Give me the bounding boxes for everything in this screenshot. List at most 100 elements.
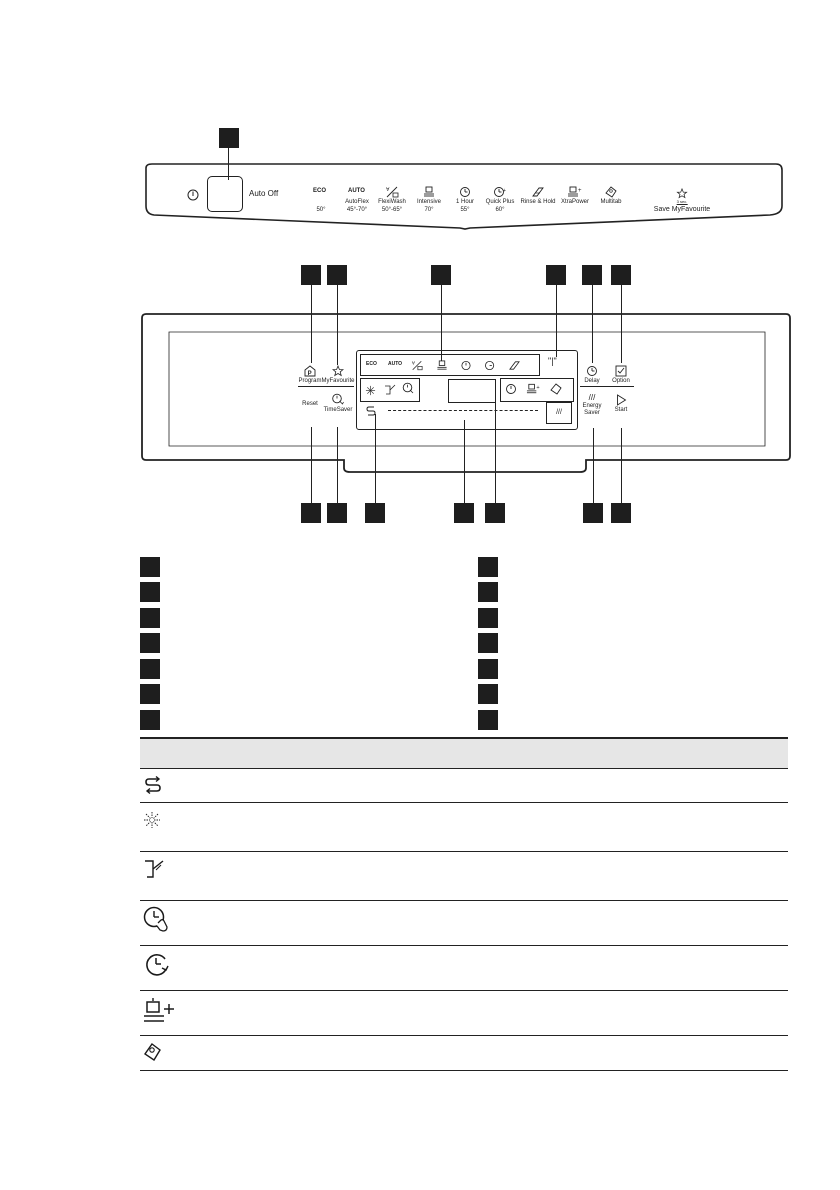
display-intensive-icon xyxy=(436,358,448,376)
callout-line xyxy=(337,427,338,503)
control-panel-outline xyxy=(141,313,791,473)
program-name-intensive: Intensive xyxy=(416,199,442,205)
auto-off-label: Auto Off xyxy=(249,189,279,198)
auto-program-icon[interactable]: AUTO xyxy=(348,188,365,194)
legend-marker-left xyxy=(140,582,160,602)
start-icon[interactable] xyxy=(616,393,627,411)
display-quickplus-icon xyxy=(484,358,497,376)
display-flexiwash-icon: ∀ xyxy=(411,358,423,376)
multitab-icon xyxy=(143,1042,163,1067)
delay-button-label[interactable]: Delay xyxy=(584,378,600,384)
save-myfavourite-label: Save MyFavourite xyxy=(653,206,711,213)
legend-marker-left xyxy=(140,633,160,653)
table-line xyxy=(140,737,788,739)
flexiwash-icon[interactable]: ∀ xyxy=(385,185,399,203)
display-program-row xyxy=(360,354,540,376)
legend-marker-right xyxy=(478,684,498,704)
favourite-star-icon[interactable] xyxy=(676,186,688,204)
program-button-label[interactable]: Program xyxy=(298,378,322,384)
intensive-icon[interactable] xyxy=(423,185,435,203)
display-panel xyxy=(356,350,578,430)
table-line xyxy=(140,802,788,803)
legend-marker-left xyxy=(140,608,160,628)
callout-line xyxy=(495,390,496,503)
xtrapower-icon[interactable]: + xyxy=(567,185,583,203)
legend-marker-left xyxy=(140,710,160,730)
energy-saver-icon[interactable]: /// xyxy=(588,393,596,402)
option-button-label[interactable]: Option xyxy=(612,378,630,384)
auto-open-icon xyxy=(143,775,163,800)
delay-icon[interactable] xyxy=(586,364,598,382)
timesaver-icon[interactable] xyxy=(332,393,345,411)
time-display xyxy=(448,379,496,403)
multitab-indicator-icon xyxy=(550,382,562,400)
program-name-rinsehold: Rinse & Hold xyxy=(520,199,556,205)
legend-marker-right xyxy=(478,557,498,577)
callout-6 xyxy=(582,265,602,285)
callout-line xyxy=(621,285,622,363)
display-eco-icon: ECO xyxy=(366,361,377,367)
callout-14 xyxy=(611,503,631,523)
power-button[interactable] xyxy=(207,176,243,212)
svg-text:+: + xyxy=(536,385,539,391)
callout-line xyxy=(556,285,557,357)
program-temp-eco: 50° xyxy=(316,207,326,213)
reset-button-label[interactable]: Reset xyxy=(302,401,318,407)
callout-line xyxy=(441,285,442,361)
xtrapower-icon xyxy=(143,996,177,1031)
one-hour-icon[interactable] xyxy=(459,185,471,203)
table-line xyxy=(140,1070,788,1071)
legend-marker-right xyxy=(478,608,498,628)
callout-7 xyxy=(611,265,631,285)
svg-text:+: + xyxy=(578,188,582,194)
start-button-label[interactable]: Start xyxy=(614,407,628,413)
power-icon[interactable] xyxy=(187,188,199,206)
callout-10 xyxy=(365,503,385,523)
program-name-flexiwash: FlexiWash xyxy=(378,199,406,205)
delay-icon xyxy=(143,951,171,984)
legend-marker-right xyxy=(478,582,498,602)
program-temp-quickplus: 60° xyxy=(495,207,505,213)
callout-5 xyxy=(546,265,566,285)
eco-program-icon[interactable]: ECO xyxy=(313,188,327,194)
quick-plus-icon[interactable]: + xyxy=(493,185,507,203)
rinse-aid-icon xyxy=(143,811,161,834)
program-temp-autoflex: 45°-70° xyxy=(346,207,368,213)
myfavourite-button-label[interactable]: MyFavourite xyxy=(321,378,355,384)
salt-indicator-icon xyxy=(384,383,396,401)
table-line xyxy=(140,768,788,769)
callout-2 xyxy=(301,265,321,285)
table-line xyxy=(140,851,788,852)
legend-marker-right xyxy=(478,710,498,730)
energy-saver-button-label[interactable]: Energy Saver xyxy=(582,403,602,416)
favourite-divider xyxy=(298,386,354,387)
multitab-icon[interactable] xyxy=(605,185,617,203)
energy-indicator-box: /// xyxy=(546,402,572,424)
legend-marker-left xyxy=(140,557,160,577)
callout-line xyxy=(464,420,465,503)
progress-bar-dashes xyxy=(388,410,538,411)
callout-line xyxy=(375,414,376,503)
callout-line xyxy=(311,285,312,363)
top-panel-outline xyxy=(145,163,783,230)
callout-line xyxy=(311,427,312,503)
callout-line xyxy=(337,285,338,365)
program-name-quickplus: Quick Plus xyxy=(485,199,515,205)
program-icon[interactable]: P xyxy=(304,364,316,382)
display-divider xyxy=(500,378,574,402)
legend-marker-left xyxy=(140,659,160,679)
myfavourite-star-icon[interactable] xyxy=(331,364,345,382)
program-temp-1hour: 55° xyxy=(460,207,470,213)
callout-9 xyxy=(327,503,347,523)
svg-text:+: + xyxy=(503,188,506,194)
xtrapower-indicator-icon: + xyxy=(526,382,541,400)
salt-icon xyxy=(143,859,167,884)
legend-marker-left xyxy=(140,684,160,704)
callout-line xyxy=(592,285,593,363)
option-icon[interactable] xyxy=(615,364,627,382)
table-header xyxy=(140,738,788,768)
callout-1 xyxy=(219,128,239,148)
timesaver-button-label[interactable]: TimeSaver xyxy=(323,407,353,413)
rinse-hold-icon[interactable] xyxy=(531,185,545,203)
program-name-xtrapower: XtraPower xyxy=(560,199,590,205)
